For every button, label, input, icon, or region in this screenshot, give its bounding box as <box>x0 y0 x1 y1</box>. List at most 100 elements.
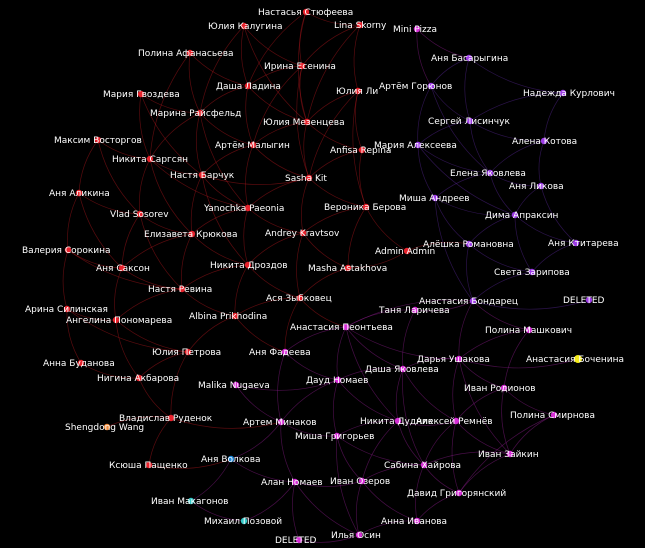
node-dot-n29[interactable] <box>244 204 252 212</box>
node-dot-n62[interactable] <box>167 414 175 422</box>
edge-n5-n8 <box>189 52 249 87</box>
edge-n45-n43 <box>472 299 590 310</box>
node-dot-n31[interactable] <box>511 211 519 219</box>
node-dot-n74[interactable] <box>358 477 366 485</box>
node-dot-n10[interactable] <box>427 82 435 90</box>
edge-n62-n63 <box>170 417 282 429</box>
node-dot-n46[interactable] <box>63 305 71 313</box>
node-dot-n13[interactable] <box>196 109 204 117</box>
edge-n15-n19 <box>417 120 471 146</box>
node-dot-n56[interactable] <box>77 359 85 367</box>
node-dot-n3[interactable] <box>356 21 364 29</box>
node-dot-n9[interactable] <box>354 87 362 95</box>
node-dot-n14[interactable] <box>303 118 311 126</box>
node-dot-n47[interactable] <box>411 306 419 314</box>
edge-n54-n69 <box>458 358 511 455</box>
node-dot-n17[interactable] <box>249 141 257 149</box>
node-dot-n68[interactable] <box>333 432 341 440</box>
edge-n22-n29 <box>201 174 249 209</box>
node-dot-n59[interactable] <box>334 376 342 384</box>
node-dot-n33[interactable] <box>299 229 307 237</box>
node-dot-n42[interactable] <box>178 285 186 293</box>
node-dot-n25[interactable] <box>537 182 545 190</box>
node-dot-n66[interactable] <box>550 411 558 419</box>
node-dot-n49[interactable] <box>231 312 239 320</box>
node-dot-n6[interactable] <box>298 62 306 70</box>
node-label-n27: Миша Андреев <box>399 194 470 204</box>
node-dot-n21[interactable] <box>146 155 154 163</box>
node-dot-n16[interactable] <box>94 136 102 144</box>
edge-n32-n42 <box>181 233 193 290</box>
edge-n73-n79 <box>292 481 300 541</box>
node-dot-n4[interactable] <box>413 25 421 33</box>
node-dot-n41[interactable] <box>528 268 536 276</box>
node-dot-n53[interactable] <box>281 348 289 356</box>
node-dot-n76[interactable] <box>187 497 195 505</box>
edge-n19-n31 <box>417 144 516 216</box>
node-label-n69: Иван Зайкин <box>478 450 539 460</box>
node-dot-n39[interactable] <box>244 261 252 269</box>
edge-n17-n23 <box>252 144 310 179</box>
node-dot-n80[interactable] <box>355 531 363 539</box>
node-dot-n8[interactable] <box>244 82 252 90</box>
node-dot-n12[interactable] <box>137 90 145 98</box>
node-dot-n75[interactable] <box>455 489 463 497</box>
node-dot-n65[interactable] <box>452 417 460 425</box>
node-dot-n5[interactable] <box>186 49 194 57</box>
node-dot-n60[interactable] <box>500 384 508 392</box>
node-dot-n19[interactable] <box>414 141 422 149</box>
node-dot-n73[interactable] <box>291 478 299 486</box>
edge-n63-n68 <box>280 421 338 437</box>
node-dot-n7[interactable] <box>465 54 473 62</box>
node-dot-n44[interactable] <box>296 294 304 302</box>
node-dot-n23[interactable] <box>305 174 313 182</box>
edge-n4-n10 <box>416 28 432 87</box>
node-dot-n27[interactable] <box>431 194 439 202</box>
node-dot-n67[interactable] <box>103 423 111 431</box>
node-dot-n26[interactable] <box>75 189 83 197</box>
node-dot-n63[interactable] <box>277 418 285 426</box>
node-dot-n43[interactable] <box>585 296 593 304</box>
node-dot-n51[interactable] <box>525 326 533 334</box>
node-dot-n71[interactable] <box>145 461 153 469</box>
node-dot-n72[interactable] <box>420 461 428 469</box>
node-dot-n38[interactable] <box>118 264 126 272</box>
node-dot-n15[interactable] <box>466 117 474 125</box>
edge-n1-n8 <box>247 11 307 87</box>
node-dot-n24[interactable] <box>486 169 494 177</box>
node-dot-n54[interactable] <box>455 355 463 363</box>
nodes-layer <box>63 8 593 544</box>
node-dot-n1[interactable] <box>302 8 310 16</box>
node-label-n55: Анастасия Боченина <box>526 355 624 365</box>
node-label-n31: Дима Апраксин <box>485 211 559 221</box>
node-dot-n55[interactable] <box>574 355 582 363</box>
node-dot-n48[interactable] <box>112 316 120 324</box>
node-dot-n36[interactable] <box>64 246 72 254</box>
node-dot-n57[interactable] <box>399 365 407 373</box>
node-dot-n64[interactable] <box>394 417 402 425</box>
node-dot-n79[interactable] <box>295 536 303 544</box>
node-dot-n28[interactable] <box>136 210 144 218</box>
node-dot-n52[interactable] <box>184 348 192 356</box>
node-dot-n78[interactable] <box>413 517 421 525</box>
node-dot-n50[interactable] <box>342 323 350 331</box>
node-dot-n11[interactable] <box>559 89 567 97</box>
node-dot-n61[interactable] <box>232 381 240 389</box>
node-dot-n35[interactable] <box>572 239 580 247</box>
node-dot-n34[interactable] <box>465 240 473 248</box>
edge-n3-n9 <box>353 24 361 92</box>
node-dot-n70[interactable] <box>227 455 235 463</box>
node-dot-n77[interactable] <box>240 517 248 525</box>
node-dot-n58[interactable] <box>135 374 143 382</box>
node-dot-n2[interactable] <box>240 22 248 30</box>
node-dot-n18[interactable] <box>358 146 366 154</box>
edge-n47-n45 <box>414 300 474 312</box>
node-dot-n40[interactable] <box>344 264 352 272</box>
node-dot-n22[interactable] <box>198 171 206 179</box>
node-dot-n45[interactable] <box>469 297 477 305</box>
node-dot-n32[interactable] <box>188 230 196 238</box>
node-dot-n20[interactable] <box>540 137 548 145</box>
node-dot-n30[interactable] <box>362 203 370 211</box>
node-dot-n69[interactable] <box>506 450 514 458</box>
node-dot-n37[interactable] <box>403 247 411 255</box>
